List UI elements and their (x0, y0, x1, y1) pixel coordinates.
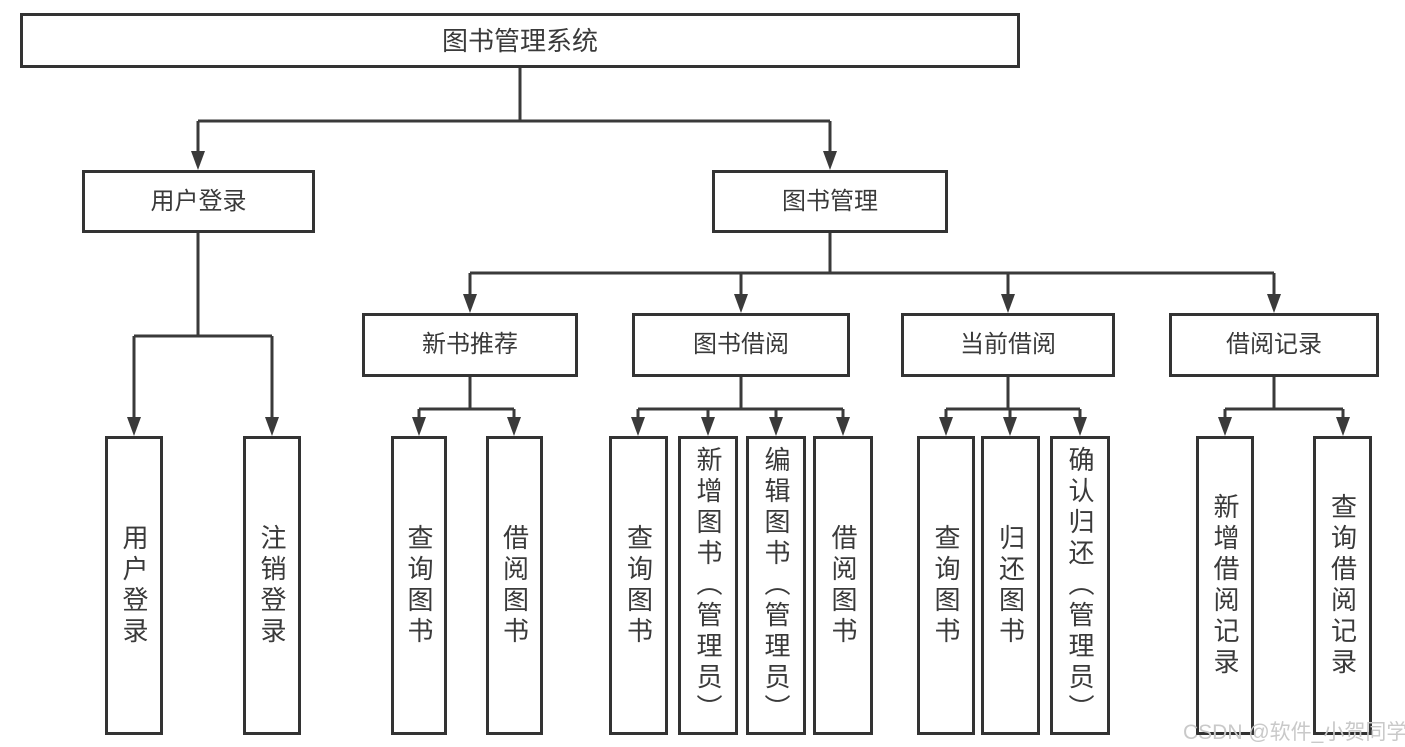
arrowhead (1336, 417, 1350, 436)
arrowhead (1267, 294, 1281, 313)
node-login: 用户登录 (105, 436, 163, 735)
arrowhead (1218, 417, 1232, 436)
node-query-books-1: 查询图书 (391, 436, 447, 735)
arrowhead (631, 417, 645, 436)
node-current-borrow: 当前借阅 (901, 313, 1115, 377)
edge-bookmgmt-to-level3 (468, 233, 1276, 295)
arrowhead (507, 417, 521, 436)
node-query-books-2: 查询图书 (609, 436, 668, 735)
arrowhead (191, 151, 205, 170)
arrowhead (265, 417, 279, 436)
arrowhead (769, 417, 783, 436)
arrowheads (127, 151, 1350, 436)
node-query-borrow-record: 查询借阅记录 (1313, 436, 1372, 735)
arrowhead (1001, 294, 1015, 313)
node-borrow-books-2: 借阅图书 (813, 436, 873, 735)
arrowhead (127, 417, 141, 436)
node-new-book-recommend: 新书推荐 (362, 313, 578, 377)
node-return-books: 归还图书 (981, 436, 1040, 735)
node-confirm-return-admin: 确认归还（管理员） (1050, 436, 1110, 735)
arrowhead (823, 151, 837, 170)
arrowhead (939, 417, 953, 436)
edge-newbookrec-to-leaves (417, 377, 516, 418)
node-add-borrow-record: 新增借阅记录 (1196, 436, 1254, 735)
arrowhead (1003, 417, 1017, 436)
connector-paths (132, 68, 1345, 418)
csdn-watermark: CSDN @软件_小贺同学 (1183, 721, 1405, 744)
arrowhead (412, 417, 426, 436)
node-book-management: 图书管理 (712, 170, 948, 233)
arrowhead (734, 294, 748, 313)
arrowhead (463, 294, 477, 313)
node-book-borrow: 图书借阅 (632, 313, 850, 377)
node-add-books-admin: 新增图书（管理员） (678, 436, 738, 735)
node-user-login: 用户登录 (82, 170, 315, 233)
arrowhead (836, 417, 850, 436)
node-logout: 注销登录 (243, 436, 301, 735)
edge-root-to-level2 (196, 68, 832, 152)
arrowhead (701, 417, 715, 436)
node-query-books-3: 查询图书 (917, 436, 975, 735)
edge-userlogin-to-leaves (132, 233, 274, 418)
node-edit-books-admin: 编辑图书（管理员） (746, 436, 806, 735)
edge-currentborrow-to-leaves (944, 377, 1082, 418)
node-borrow-records: 借阅记录 (1169, 313, 1379, 377)
node-borrow-books-1: 借阅图书 (486, 436, 543, 735)
node-root: 图书管理系统 (20, 13, 1020, 68)
edge-bookborrow-to-leaves (636, 377, 845, 418)
edge-borrowrecords-to-leaves (1223, 377, 1345, 418)
arrowhead (1073, 417, 1087, 436)
